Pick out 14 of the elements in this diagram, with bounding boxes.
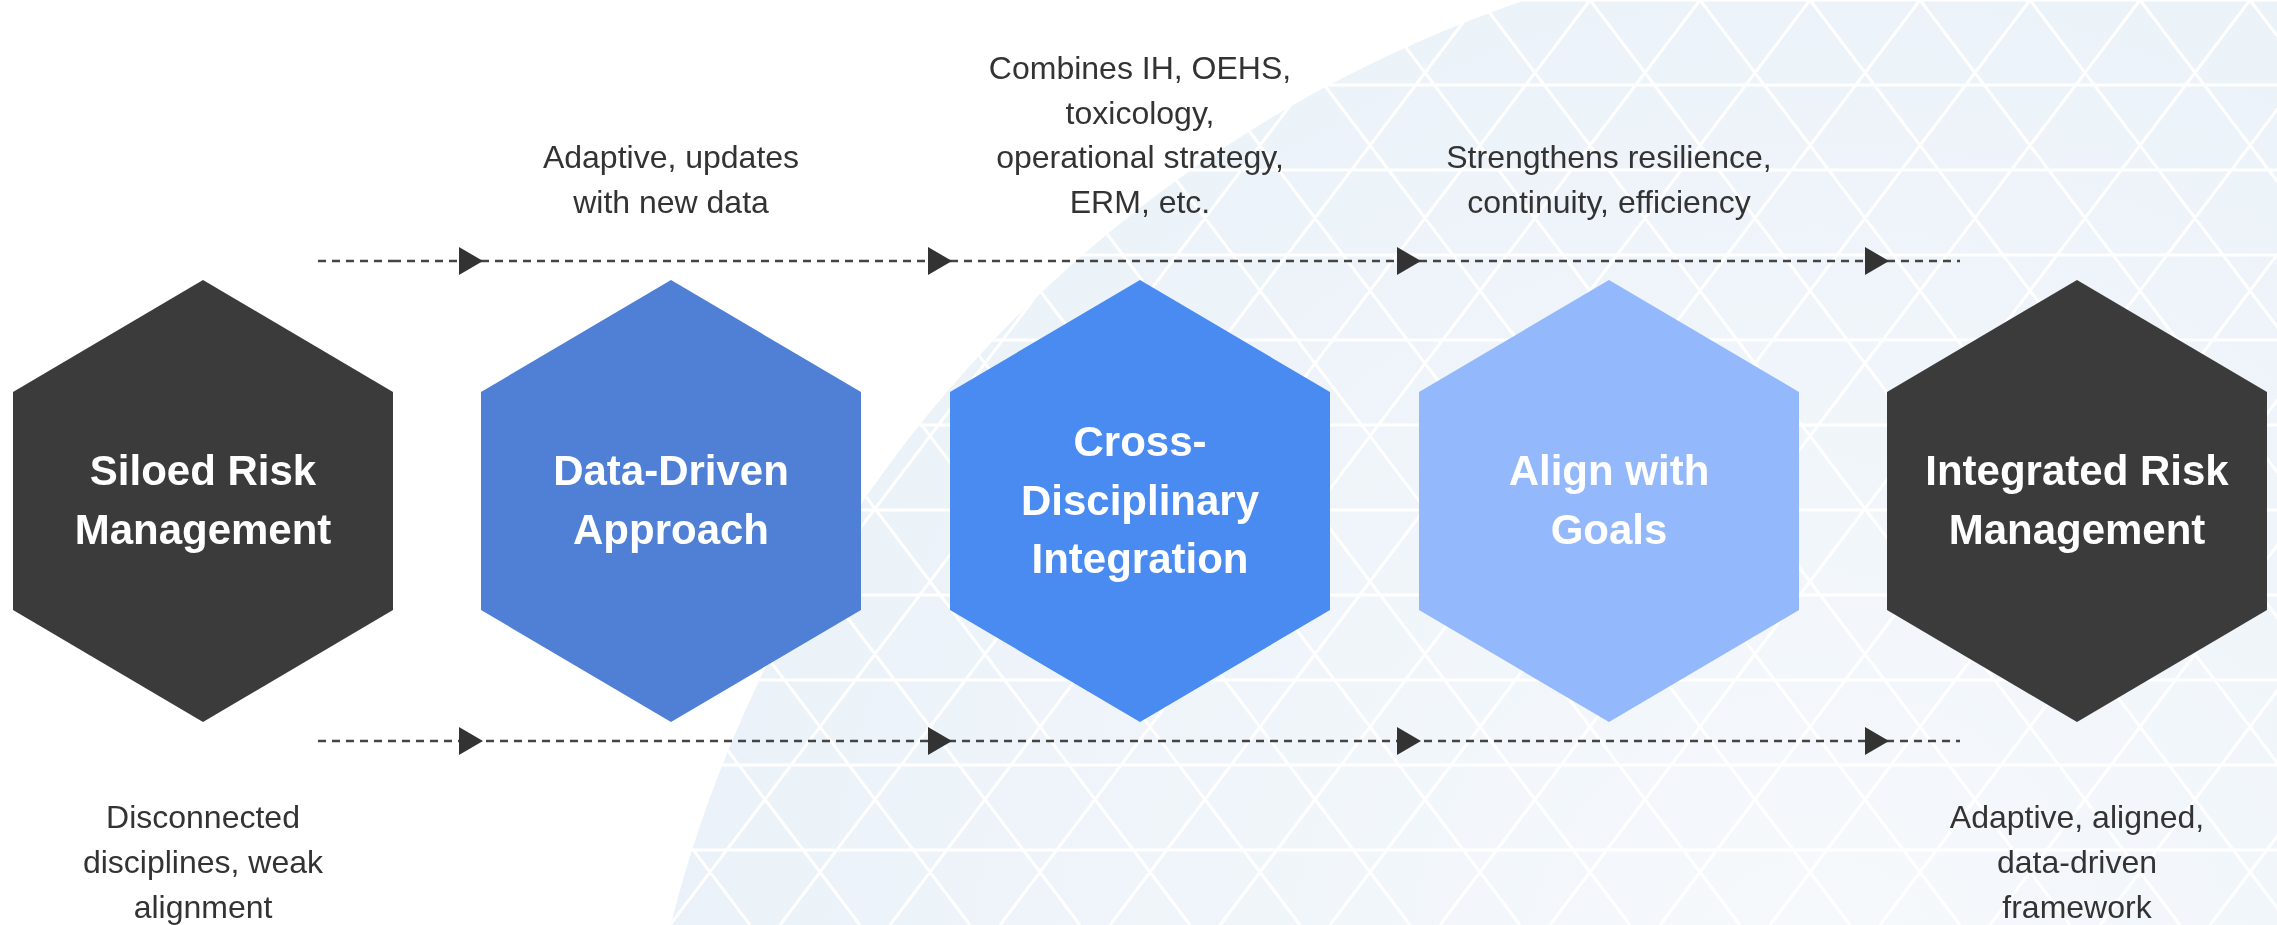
annotation-text: Adaptive, aligned, data-driven framework [1948,798,2206,925]
annotation-text: Disconnected disciplines, weak alignment [81,798,325,925]
step-title: Integrated Risk Management [1924,446,2230,555]
annotation-text: Adaptive, updates with new data [541,138,801,223]
annotation-text: Strengthens resilience, continuity, efficiency [1445,138,1773,223]
step-title: Cross-Disciplinary Integration [1019,416,1261,585]
dashed-arrow [861,247,952,275]
annotation-text: Combines IH, OEHS, toxicology, operational strategy, ERM, etc. [987,48,1293,223]
step-title: Data-Driven Approach [552,446,790,555]
dashed-arrow [1330,247,1421,275]
dashed-arrow [1799,247,1889,275]
step-title: Align with Goals [1507,446,1711,555]
dashed-arrow [393,247,483,275]
step-title: Siloed Risk Management [73,446,333,555]
